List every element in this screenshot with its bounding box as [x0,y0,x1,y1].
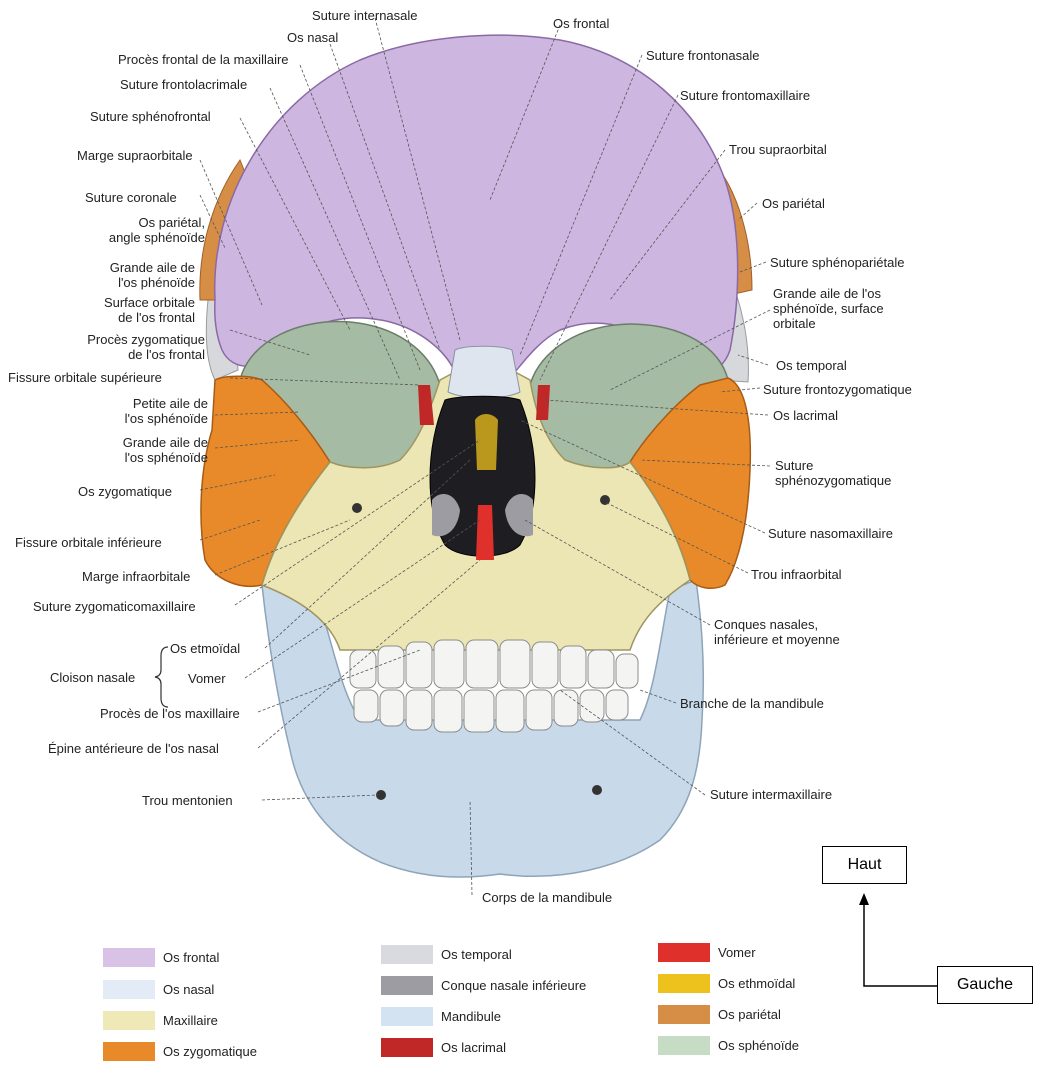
teeth [350,640,638,732]
legend-label: Maxillaire [163,1013,218,1028]
legend-label: Os frontal [163,950,219,965]
orientation-gauche-box: Gauche [937,966,1033,1004]
legend-label: Os lacrimal [441,1040,506,1055]
legend-swatch [103,1011,155,1030]
legend-label: Os zygomatique [163,1044,257,1059]
mental-foramen-right [592,785,602,795]
legend-swatch [103,948,155,967]
frontal-bone [215,35,738,372]
infraorbital-left [352,503,362,513]
legend-label: Mandibule [441,1009,501,1024]
arrow-up-icon [859,893,869,905]
legend-label: Conque nasale inférieure [441,978,586,993]
nasal-bone [448,346,520,398]
legend-label: Os nasal [163,982,214,997]
legend-label: Os temporal [441,947,512,962]
lacrimal-right [536,385,550,420]
legend-swatch [381,945,433,964]
legend-swatch [381,976,433,995]
cloison-bracket [155,647,168,707]
legend-label: Os sphénoïde [718,1038,799,1053]
legend-label: Os pariétal [718,1007,781,1022]
legend-swatch [658,974,710,993]
legend-swatch [381,1038,433,1057]
ethmoid [475,414,498,470]
legend-swatch [658,1005,710,1024]
orientation-arrows [864,902,937,986]
legend-label: Vomer [718,945,756,960]
legend-label: Os ethmoïdal [718,976,795,991]
legend-swatch [658,943,710,962]
vomer [476,505,494,560]
legend-swatch [658,1036,710,1055]
legend-swatch [103,1042,155,1061]
legend-swatch [103,980,155,999]
legend-swatch [381,1007,433,1026]
orientation-haut-box: Haut [822,846,907,884]
